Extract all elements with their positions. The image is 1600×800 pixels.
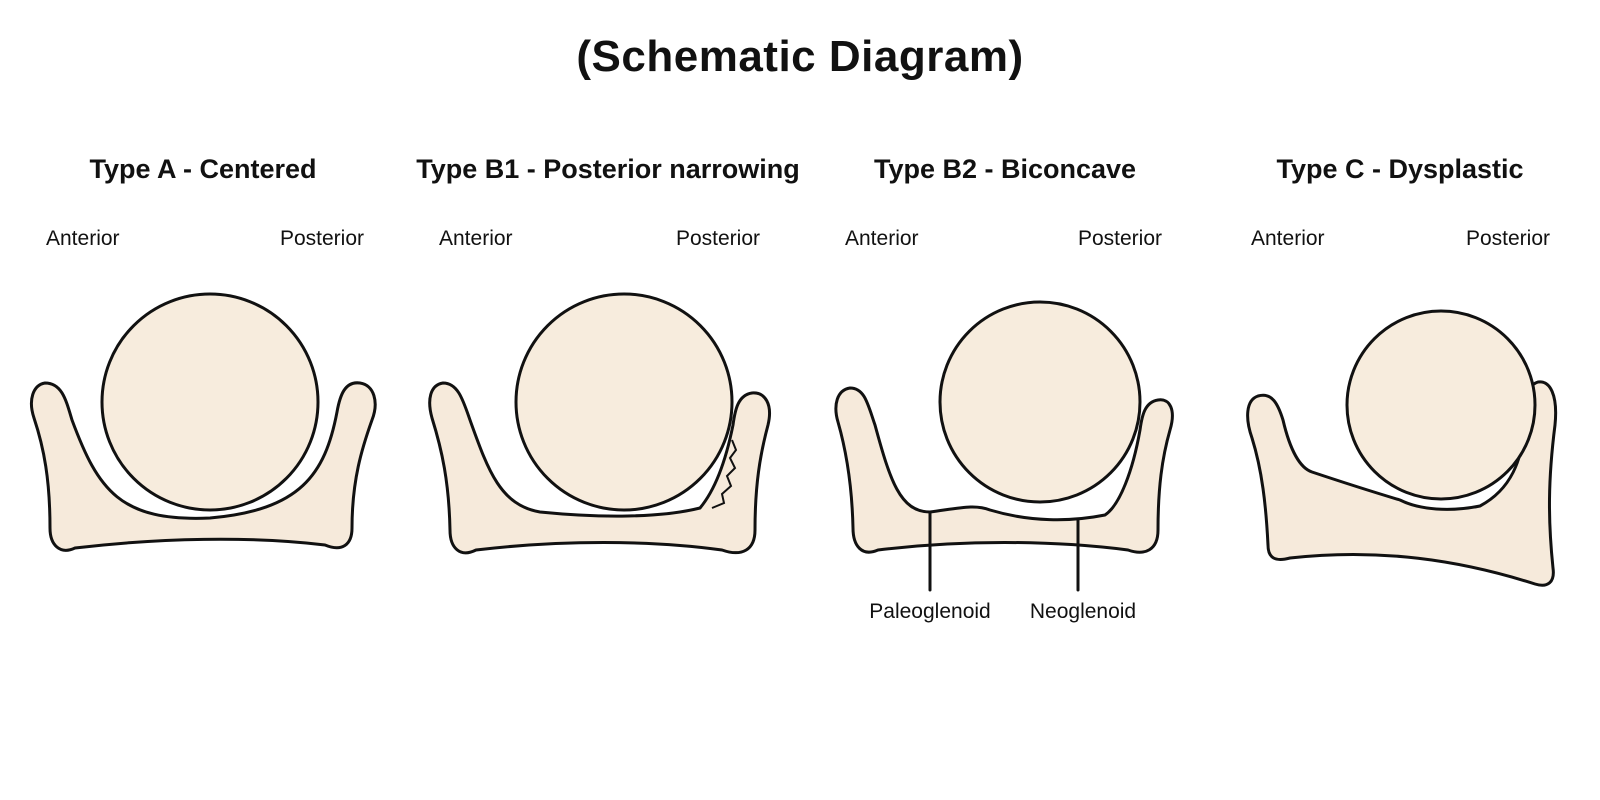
panel-type-b1: Type B1 - Posterior narrowing Anterior P… [416,154,800,555]
glenoid-bone [1246,380,1558,587]
posterior-label: Posterior [280,227,364,250]
panel-title: Type B1 - Posterior narrowing [416,154,800,184]
anterior-label: Anterior [1251,227,1325,250]
neoglenoid-label: Neoglenoid [1030,600,1136,623]
glenoid-bone [30,381,377,552]
humeral-head [1345,309,1537,501]
humeral-head [514,292,734,512]
posterior-wear-edge [711,439,738,509]
humeral-head [938,300,1142,504]
panel-title: Type C - Dysplastic [1276,154,1523,184]
anterior-label: Anterior [46,227,120,250]
panel-type-c: Type C - Dysplastic Anterior Posterior [1246,154,1558,587]
panel-type-a: Type A - Centered Anterior Posterior [30,154,377,552]
anterior-label: Anterior [439,227,513,250]
panel-title: Type B2 - Biconcave [874,154,1136,184]
humeral-head [100,292,320,512]
posterior-label: Posterior [676,227,760,250]
paleoglenoid-label: Paleoglenoid [869,600,990,623]
page-title: (Schematic Diagram) [576,32,1024,81]
glenoid-bone [428,381,771,555]
posterior-label: Posterior [1078,227,1162,250]
glenoid-bone [834,386,1174,554]
posterior-label: Posterior [1466,227,1550,250]
panel-title: Type A - Centered [89,154,316,184]
panel-type-b2: Type B2 - Biconcave Anterior Posterior P… [834,154,1174,623]
anterior-label: Anterior [845,227,919,250]
